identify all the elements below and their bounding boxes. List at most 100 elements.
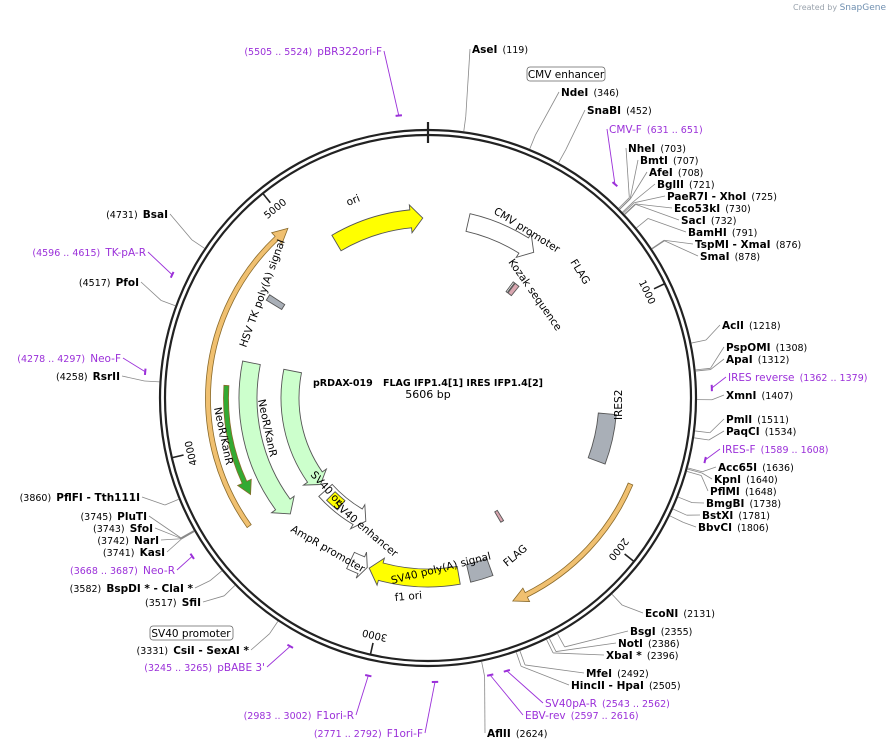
f1-ori-label[interactable]: f1 ori [394, 590, 422, 604]
kozak-label[interactable]: Kozak sequence [506, 257, 564, 333]
primer-cmv-f[interactable]: CMV-F (631 .. 651) [606, 118, 703, 188]
feature-sv40-poly-a-signal[interactable] [466, 558, 494, 583]
enzyme-label: BmtI (707) [640, 149, 699, 168]
feature-ires2[interactable] [587, 412, 617, 465]
enzyme-site-acli[interactable]: AclI (1218) [691, 314, 781, 344]
feature-cmv-promoter[interactable] [465, 213, 535, 259]
primer-sv40pa-r[interactable]: SV40pA-R (2543 .. 2562) [503, 668, 670, 711]
tick-mark [369, 642, 374, 655]
enzyme-leader [701, 472, 713, 480]
enzyme-site-aflii[interactable]: AflII (2624) [481, 661, 548, 741]
enzyme-site-xmni[interactable]: XmnI (1407) [696, 384, 793, 403]
enzyme-site-smai[interactable]: SmaI (878) [651, 240, 760, 264]
enzyme-site-bmgbi[interactable]: BmgBI (1738) [677, 492, 781, 511]
enzyme-name: XmnI [726, 390, 756, 402]
ires2-label[interactable]: IRES2 [613, 390, 625, 420]
enzyme-site-snabi[interactable]: SnaBI (452) [558, 99, 652, 163]
enzyme-site-afei[interactable]: AfeI (708) [619, 161, 704, 210]
enzyme-site-bamhi[interactable]: BamHI (791) [636, 218, 757, 240]
feature-label-sv40-promoter[interactable]: SV40 promoter [149, 625, 234, 641]
enzyme-site-bsgi[interactable]: BsgI (2355) [557, 620, 692, 648]
feature-flag[interactable] [494, 509, 505, 523]
primer-bar [286, 643, 294, 649]
enzyme-site-pfoi[interactable]: (4517) PfoI [79, 271, 176, 307]
enzyme-site-pflmi[interactable]: PflMI (1648) [686, 470, 777, 499]
enzyme-site-apai[interactable]: ApaI (1312) [695, 348, 790, 372]
primer-tk-pa-r[interactable]: (4596 .. 4615) TK-pA-R [32, 241, 175, 279]
enzyme-position: (1308) [776, 343, 808, 354]
enzyme-position: (3742) [97, 536, 129, 547]
enzyme-site-pflfi-tth111i[interactable]: (3860) PflFI - Tth111I [20, 486, 179, 506]
enzyme-site-ndei[interactable]: NdeI (346) [529, 81, 619, 150]
enzyme-site-bsai[interactable]: (4731) BsaI [106, 203, 205, 249]
enzyme-site-bbvci[interactable]: BbvCI (1806) [669, 515, 769, 535]
plasmid-length: 5606 bp [405, 388, 450, 401]
primer-ebv-rev[interactable]: EBV-rev (2597 .. 2616) [486, 673, 639, 723]
primer-neo-f[interactable]: (4278 .. 4297) Neo-F [17, 347, 147, 376]
feature-arrow[interactable] [223, 384, 252, 496]
feature-label-cmv-enhancer[interactable]: CMV enhancer [526, 66, 606, 82]
enzyme-site-sfoi[interactable]: (3743) SfoI [93, 517, 195, 539]
enzyme-site-nhei[interactable]: NheI (703) [618, 137, 686, 209]
enzyme-site-csii-sexai[interactable]: (3331) CsiI - SexAI * [137, 621, 279, 658]
enzyme-label: (3860) PflFI - Tth111I [20, 486, 140, 505]
flag-label-1[interactable]: FLAG [567, 257, 592, 286]
feature-ampr-promoter[interactable] [346, 551, 368, 579]
enzyme-site-tspmi-xmai[interactable]: TspMI - XmaI (876) [651, 233, 802, 252]
enzyme-site-xbai[interactable]: XbaI * (2396) [546, 639, 678, 663]
enzyme-site-pluti[interactable]: (3745) PluTI [80, 505, 195, 539]
primer-label: (4596 .. 4615) TK-pA-R [32, 241, 146, 260]
enzyme-site-bstxi[interactable]: BstXI (1781) [672, 504, 770, 523]
primer-pbr322ori-f[interactable]: (5505 .. 5524) pBR322ori-F [244, 40, 403, 117]
enzyme-site-rsrii[interactable]: (4258) RsrII [56, 365, 160, 384]
enzyme-position: (876) [776, 240, 802, 251]
enzyme-site-pspomi[interactable]: PspOMI (1308) [695, 336, 808, 371]
ori-label[interactable]: ori [345, 193, 362, 209]
primer-label: EBV-rev (2597 .. 2616) [525, 704, 639, 723]
feature-neor-kanr[interactable] [238, 360, 295, 515]
enzyme-name: BmgBI [706, 498, 744, 510]
primer-pbabe-3[interactable]: (3245 .. 3265) pBABE 3' [144, 643, 294, 675]
enzyme-site-econi[interactable]: EcoNI (2131) [611, 593, 715, 621]
enzyme-site-kpni[interactable]: KpnI (1640) [687, 468, 778, 487]
primer-ires-f[interactable]: IRES-F (1589 .. 1608) [703, 438, 828, 464]
enzyme-site-pmli[interactable]: PmlI (1511) [694, 408, 789, 434]
enzyme-site-asei[interactable]: AseI (119) [463, 38, 528, 132]
enzyme-site-acc65i[interactable]: Acc65I (1636) [687, 456, 794, 475]
enzyme-name: AflII [487, 728, 511, 740]
enzyme-tick [481, 661, 485, 677]
primer-neo-r[interactable]: (3668 .. 3687) Neo-R [70, 553, 195, 578]
feature-sv40-promoter[interactable] [318, 483, 367, 530]
enzyme-name: BbvCI [698, 522, 732, 534]
enzyme-site-noti[interactable]: NotI (2386) [548, 632, 680, 652]
enzyme-site-saci[interactable]: SacI (732) [624, 203, 737, 228]
enzyme-site-sfii[interactable]: (3517) SfiI [145, 585, 236, 610]
enzyme-site-bglii[interactable]: BglII (721) [622, 173, 715, 213]
enzyme-site-bspdi-clai[interactable]: (3582) BspDI * - ClaI * [70, 570, 223, 596]
feature-arrow[interactable] [205, 227, 289, 529]
primer-f1ori-r[interactable]: (2983 .. 3002) F1ori-R [244, 673, 372, 723]
enzyme-label: (4258) RsrII [56, 365, 120, 384]
feature-sv40-ori[interactable] [325, 491, 346, 511]
feature-f1-ori[interactable] [368, 557, 461, 588]
enzyme-site-paer7i-xhoi[interactable]: PaeR7I - XhoI (725) [623, 185, 777, 214]
feature-neor-kanr[interactable] [280, 368, 328, 486]
feature-arrow[interactable] [511, 482, 634, 602]
flag-label-2[interactable]: FLAG [501, 543, 530, 570]
enzyme-site-mfei[interactable]: MfeI (2492) [519, 650, 649, 681]
enzyme-site-eco53ki[interactable]: Eco53kI (730) [624, 197, 751, 216]
enzyme-site-paqci[interactable]: PaqCI (1534) [693, 420, 796, 441]
enzyme-leader [635, 203, 680, 221]
enzyme-leader [683, 522, 697, 528]
primer-ires-reverse[interactable]: IRES reverse (1362 .. 1379) [710, 366, 868, 392]
ampr-promoter-label[interactable]: AmpR promoter [289, 523, 368, 575]
primer-f1ori-f[interactable]: (2771 .. 2792) F1ori-F [314, 680, 439, 741]
enzyme-tick [611, 593, 623, 606]
primer-position: (4596 .. 4615) [32, 248, 100, 259]
feature-flag[interactable] [507, 282, 520, 297]
feature-kozak-sequence[interactable] [505, 281, 516, 294]
enzyme-site-hincii-hpai[interactable]: HincII - HpaI (2505) [515, 652, 681, 693]
feature-ori[interactable] [331, 203, 424, 252]
enzyme-position: (2624) [516, 729, 548, 740]
feature-hsv-tk-poly-a-signal[interactable] [265, 294, 286, 311]
